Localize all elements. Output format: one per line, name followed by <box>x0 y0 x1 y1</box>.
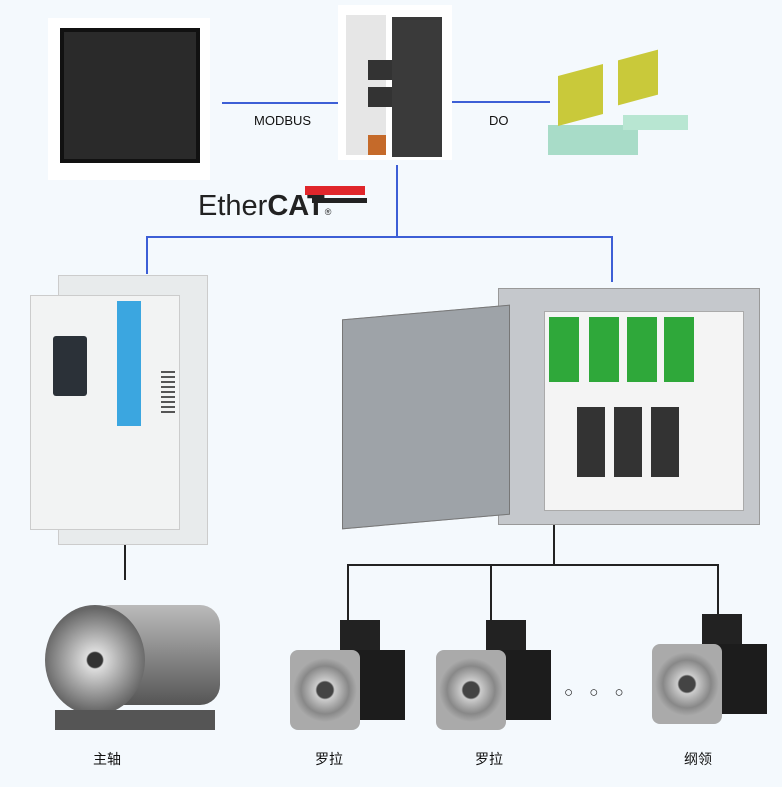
label-roller-1: 罗拉 <box>315 752 343 768</box>
green-servo-drive <box>589 317 619 382</box>
gripper-body <box>558 63 603 127</box>
motor-fan-cover <box>45 605 145 715</box>
servo-connector <box>340 620 380 655</box>
servo-flange <box>436 650 506 730</box>
roller-1-drop-line <box>347 564 349 620</box>
servo-connector <box>702 614 742 649</box>
green-servo-drive <box>627 317 657 382</box>
ethernet-port <box>368 60 392 80</box>
inverter-drop-line <box>146 236 148 274</box>
label-roller-2: 罗拉 <box>475 752 503 768</box>
servo-motor-roller-1 <box>290 620 410 735</box>
ethernet-port <box>368 87 392 107</box>
io-module <box>392 17 442 157</box>
roller-2-drop-line <box>490 564 492 620</box>
green-servo-drive <box>664 317 694 382</box>
motor-mount <box>55 710 215 730</box>
cabinet-drop-line <box>611 236 613 282</box>
more-motors-ellipsis: ○ ○ ○ <box>564 684 630 701</box>
hmi-screen <box>60 28 200 163</box>
label-spindle: 主轴 <box>93 752 121 768</box>
plc-bus-drop-line <box>396 165 398 238</box>
ethercat-logo-text: Ether <box>198 190 268 222</box>
cabinet-output-line <box>553 525 555 565</box>
do-label: DO <box>489 113 509 128</box>
servo-flange <box>290 650 360 730</box>
cabinet-door <box>342 304 510 530</box>
gripper-body <box>618 49 658 106</box>
servo-cabinet <box>498 288 760 525</box>
green-servo-drive <box>549 317 579 382</box>
servo-motor-roller-2 <box>436 620 556 735</box>
inverter-front <box>30 295 180 530</box>
servo-connector <box>486 620 526 655</box>
hmi-touchscreen <box>48 18 210 180</box>
black-servo-drive <box>577 407 605 477</box>
gripper-base <box>548 125 638 155</box>
inverter-vent <box>161 371 175 416</box>
guide-drop-line <box>717 564 719 620</box>
servo-motor-guide <box>652 614 772 729</box>
ethercat-logo-bold-text: CAT <box>267 190 325 222</box>
spindle-motor <box>40 580 225 740</box>
plc-controller <box>338 5 452 160</box>
ethercat-arrow-return-icon <box>312 198 367 203</box>
registered-mark: ® <box>324 207 332 217</box>
do-line <box>452 101 550 103</box>
modbus-label: MODBUS <box>254 113 312 128</box>
label-guide: 纲领 <box>684 752 712 768</box>
power-terminal <box>368 135 386 155</box>
modbus-line <box>222 102 340 104</box>
inverter-keypad <box>53 336 87 396</box>
black-servo-drive <box>651 407 679 477</box>
spindle-connection-line <box>124 545 126 580</box>
robot-gripper-image <box>548 49 690 158</box>
inverter-blue-stripe <box>117 301 141 426</box>
ethercat-bus-line <box>147 236 613 238</box>
servo-bus-line <box>348 564 719 566</box>
ethercat-logo: EtherCAT® <box>198 190 331 223</box>
plc-front-panel <box>346 15 386 155</box>
servo-flange <box>652 644 722 724</box>
black-servo-drive <box>614 407 642 477</box>
gripper-base <box>623 115 688 130</box>
ethercat-arrow-icon <box>305 186 365 195</box>
